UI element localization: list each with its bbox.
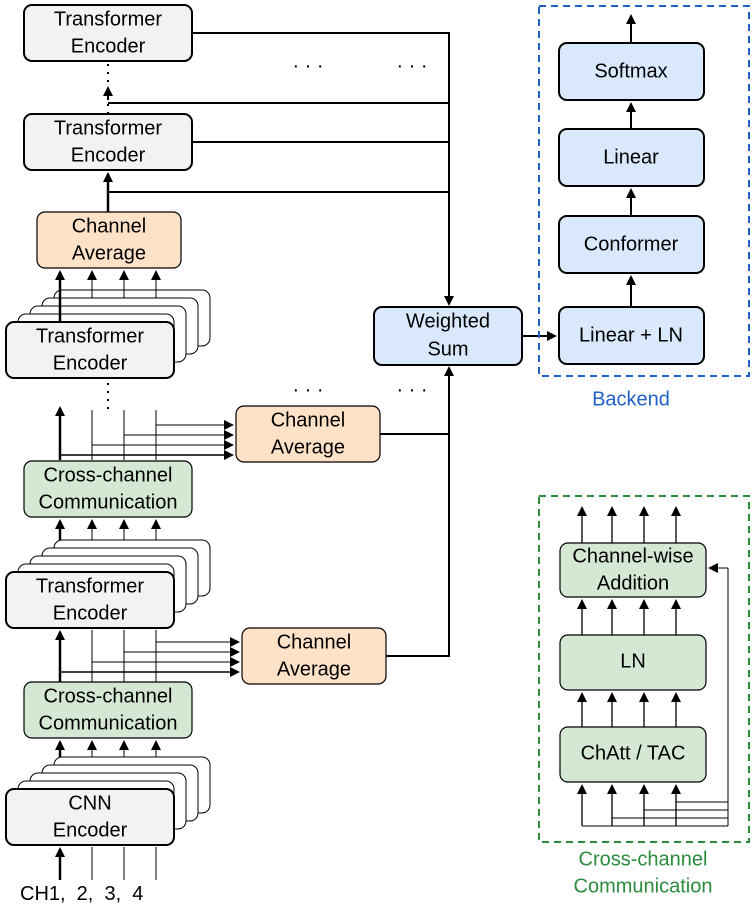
backend-frame [538,5,750,377]
ellipsis-top-left: · · · [292,55,323,77]
backend-linear: Linear [558,128,705,187]
ellipsis-mid-left: · · · [292,379,323,401]
transformer-encoder-top: Transformer Encoder [23,4,193,62]
backend-conformer-label: Conformer [584,233,679,255]
weighted-sum-line2: Sum [427,338,468,360]
transformer-encoder-second-line2: Encoder [71,144,146,166]
weighted-sum-line1: Weighted [406,310,490,332]
backend-linear-ln-label: Linear + LN [579,324,683,346]
transformer-stack-upper-line2: Encoder [53,352,128,374]
transformer-encoder-top-line2: Encoder [71,35,146,57]
cross-channel-detail-title-line2: Communication [574,875,713,897]
cross-channel-lower-line2: Communication [39,712,178,734]
channel-average-top-line2: Average [72,242,146,264]
channel-average-mid-line2: Average [271,436,345,458]
transformer-encoder-top-line1: Transformer [54,8,163,30]
cross-channel-upper-line2: Communication [39,491,178,513]
cross-channel-detail-frame [538,495,750,843]
transformer-stack-upper-line1: Transformer [36,325,145,347]
ellipsis-top-right: · · · [396,55,427,77]
backend-linear-label: Linear [603,146,659,168]
avg-low-to-sum [386,370,450,657]
weighted-sum: Weighted Sum [373,306,523,366]
ln-block-label: LN [620,650,646,672]
cross-channel-lower-line1: Cross-channel [44,685,173,707]
channel-average-top-line1: Channel [72,215,147,237]
transformer-encoder-stack-lower: Transformer Encoder [5,571,175,629]
channel-wise-addition-line2: Addition [597,572,669,594]
backend-title: Backend [592,388,670,410]
transformer-encoder-second-line1: Transformer [54,117,163,139]
channel-average-mid: Channel Average [235,405,381,463]
transformer-stack-lower-line2: Encoder [53,602,128,624]
ellipsis-mid-right: · · · [396,379,427,401]
channel-average-low-line1: Channel [277,631,352,653]
backend-softmax: Softmax [558,42,705,101]
cross-channel-upper-line1: Cross-channel [44,464,173,486]
chatt-tac-block: ChAtt / TAC [559,726,707,783]
cnn-encoder-line1: CNN [68,792,111,814]
cross-channel-upper: Cross-channel Communication [23,460,193,518]
channel-wise-addition: Channel-wise Addition [559,542,707,598]
channel-wise-addition-line1: Channel-wise [572,545,693,567]
cross-channel-lower: Cross-channel Communication [23,681,193,739]
channel-average-top: Channel Average [36,211,182,269]
cnn-encoder-line2: Encoder [53,819,128,841]
chatt-tac-block-label: ChAtt / TAC [581,742,686,764]
transformer-encoder-second: Transformer Encoder [23,113,193,171]
channel-average-low-line2: Average [277,658,351,680]
channel-average-mid-line1: Channel [271,409,346,431]
channel-average-low: Channel Average [241,627,387,685]
transformer-stack-lower-line1: Transformer [36,575,145,597]
backend-softmax-label: Softmax [594,60,667,82]
backend-linear-ln: Linear + LN [558,306,705,365]
cnn-encoder: CNN Encoder [5,788,175,846]
top-encoder-to-sum [192,32,450,302]
input-channels-label: CH1, 2, 3, 4 [20,883,143,905]
backend-conformer: Conformer [558,215,705,274]
ln-block: LN [559,634,707,691]
transformer-encoder-stack-upper: Transformer Encoder [5,321,175,379]
cross-channel-detail-title-line1: Cross-channel [579,848,708,870]
